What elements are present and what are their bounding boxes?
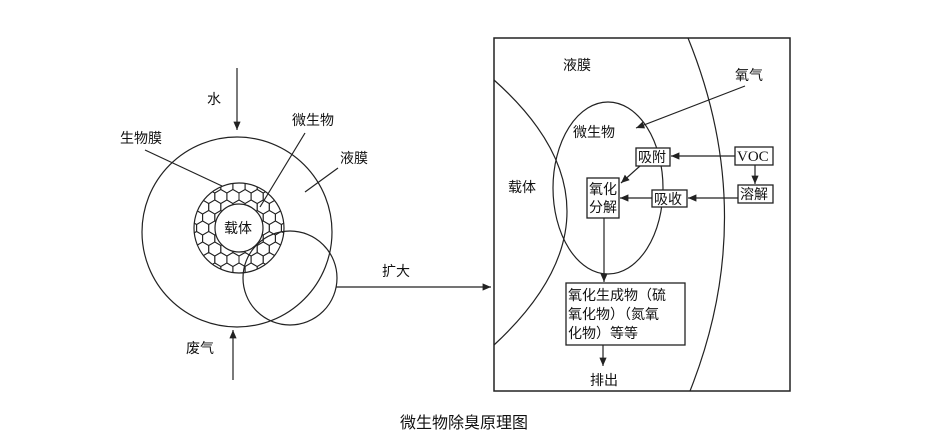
- products-box: [565, 282, 686, 346]
- biofilm-label: 生物膜: [120, 131, 162, 147]
- biofilm-cell: [194, 251, 204, 268]
- enlarge-label: 扩大: [382, 264, 410, 280]
- biofilm-cell: [288, 190, 300, 204]
- biofilm-cell: [274, 188, 284, 205]
- biofilm-cell: [178, 274, 190, 288]
- oxidize-box: [586, 177, 620, 219]
- biofilm-cell: [262, 272, 276, 273]
- oxygen-arrow: [635, 85, 746, 129]
- carrier-label: 载体: [224, 221, 252, 237]
- biofilm-cell: [262, 183, 276, 184]
- biofilm-cell: [208, 262, 222, 273]
- products-line-3: 化物）等等: [568, 325, 638, 342]
- microbe-ellipse: [552, 101, 664, 275]
- biofilm-cell: [202, 272, 216, 273]
- microbe-leader: [259, 132, 306, 208]
- biofilm-cell: [300, 253, 312, 267]
- biofilm-cell: [288, 211, 300, 225]
- adsorb-box: [635, 147, 671, 167]
- biofilm-cell: [274, 251, 284, 268]
- waste-gas-label: 废气: [186, 341, 214, 357]
- biofilm-cell: [250, 183, 264, 184]
- biofilm-cell: [280, 183, 284, 194]
- biofilm-cell: [172, 200, 184, 214]
- diagram-title: 微生物除臭原理图: [400, 413, 528, 432]
- biofilm-cell: [214, 272, 228, 273]
- voc-label: VOC: [737, 149, 769, 165]
- biofilm-leader: [144, 149, 223, 187]
- discharge-label: 排出: [590, 373, 618, 389]
- biofilm-cell: [238, 183, 252, 184]
- water-label: 水: [207, 92, 221, 108]
- liquid-film-leader: [304, 167, 339, 193]
- liquid-film-circle: [141, 136, 333, 328]
- biofilm-cell: [288, 274, 300, 288]
- biofilm-cell: [194, 188, 204, 205]
- biofilm-cell: [172, 179, 184, 193]
- liquid-film-boundary: [687, 37, 726, 392]
- enlarged-view: 液膜 氧气 载体 微生物 吸附 VOC 溶解 吸收 氧化 分解 氧化生成物（硫 …: [493, 37, 791, 392]
- biofilm-cell: [294, 179, 306, 193]
- liquid-film-label: 液膜: [340, 151, 368, 167]
- biofilm-cell: [294, 242, 306, 256]
- biofilm-cell: [288, 232, 300, 246]
- biofilm-cell: [300, 211, 312, 225]
- biofilm-cell: [256, 262, 270, 273]
- biofilm-cell: [178, 253, 190, 267]
- biofilm-cell: [194, 199, 198, 215]
- carrier-boundary: [493, 79, 568, 346]
- adsorb-label: 吸附: [638, 150, 666, 166]
- biofilm-cell: [214, 183, 228, 184]
- oxidize-label-2: 分解: [589, 200, 617, 216]
- enlarge-circle: [242, 230, 338, 326]
- biofilm-cell: [288, 253, 300, 267]
- biofilm-cell: [300, 274, 312, 288]
- biofilm-circle: [193, 182, 285, 274]
- oxidize-label-1: 氧化: [589, 182, 617, 198]
- biofilm-cell: [226, 183, 240, 184]
- biofilm-cell: [194, 262, 198, 273]
- dissolve-label: 溶解: [740, 187, 768, 203]
- oxygen-label: 氧气: [735, 68, 763, 84]
- microbe-label: 微生物: [292, 113, 334, 129]
- microbe-label-right: 微生物: [573, 125, 615, 141]
- biofilm-cell: [280, 199, 284, 215]
- biofilm-cell: [280, 241, 284, 257]
- biofilm-cell: [268, 262, 282, 273]
- biofilm-cell: [238, 272, 252, 273]
- biofilm-cell: [196, 183, 210, 194]
- products-line-1: 氧化生成物（硫: [568, 288, 666, 304]
- biofilm-cell: [274, 272, 284, 273]
- biofilm-cell: [280, 262, 284, 273]
- biofilm-cell: [172, 221, 184, 235]
- left-particle: 水 载体 生物膜 微生物 液膜 废气 扩大: [120, 68, 491, 380]
- biofilm-cell: [294, 200, 306, 214]
- biofilm-cell: [280, 220, 284, 236]
- biofilm-cell: [226, 272, 240, 273]
- absorb-label: 吸收: [654, 192, 682, 208]
- biofilm-cell: [196, 262, 210, 273]
- liquid-film-label-right: 液膜: [563, 58, 591, 74]
- adsorb-oxidize-arrow: [620, 165, 641, 184]
- biofilm-cell: [172, 242, 184, 256]
- biofilm-cell: [250, 272, 264, 273]
- products-line-2: 氧化物）（氮氧: [568, 307, 659, 323]
- biofilm-cell: [178, 232, 190, 246]
- biofilm-cell: [288, 169, 300, 183]
- biofilm-cell: [294, 263, 306, 277]
- biofilm-cell: [194, 272, 204, 273]
- dissolve-box: [737, 184, 774, 204]
- biofilm-cell: [172, 263, 184, 277]
- biofilm-cell: [194, 241, 198, 257]
- biofilm-cell: [178, 211, 190, 225]
- biofilm-cell: [178, 190, 190, 204]
- carrier-label-right: 载体: [508, 180, 536, 196]
- carrier-circle: [214, 203, 264, 253]
- biofilm-cell: [194, 183, 198, 194]
